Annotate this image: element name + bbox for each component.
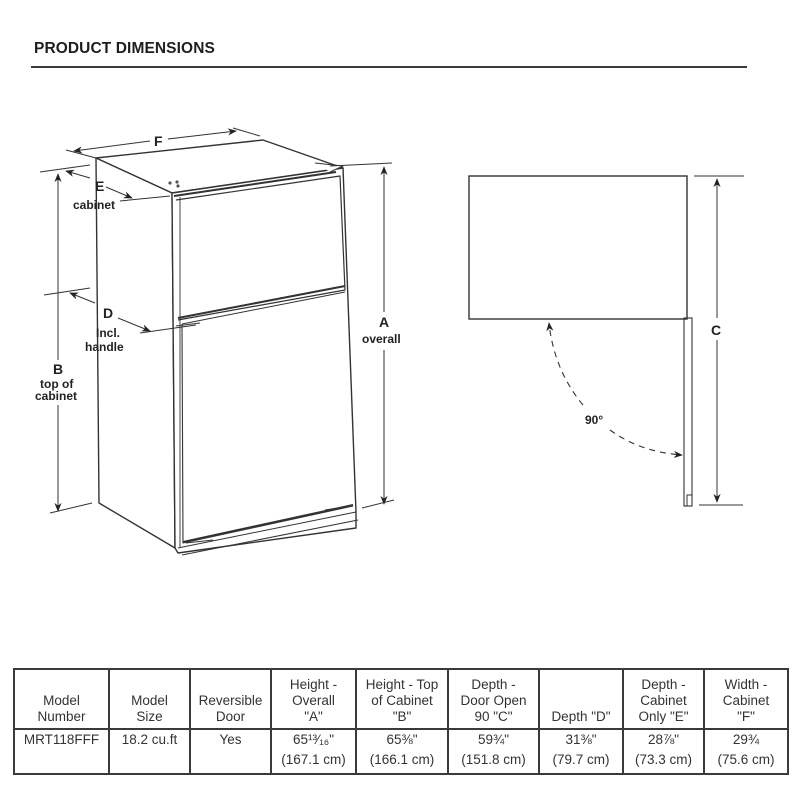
refrigerator-top-view (468, 175, 693, 507)
dimension-b (49, 173, 93, 514)
table-row: MRT118FFF 18.2 cu.ft Yes 65¹³⁄₁₆" (167.1… (13, 728, 789, 775)
label-e-cabinet: cabinet (73, 198, 115, 212)
table-header-row: Model Number Model Size Reversible Door … (13, 668, 789, 730)
header-height-top: Height - Top of Cabinet "B" (355, 668, 449, 730)
label-b: B (53, 361, 63, 377)
refrigerator-front-view (95, 139, 359, 556)
cell-width-cabinet: 29¾ (75.6 cm) (703, 728, 789, 775)
value-cm: (79.7 cm) (552, 752, 610, 767)
dimension-e (39, 164, 171, 202)
header-depth-door-open: Depth - Door Open 90 "C" (447, 668, 540, 730)
header-width-cabinet: Width - Cabinet "F" (703, 668, 789, 730)
cell-height-top: 65⅜" (166.1 cm) (355, 728, 449, 775)
door-swing-arc (546, 322, 683, 459)
label-b-cabinet: cabinet (35, 389, 77, 403)
value-cm: (151.8 cm) (461, 752, 526, 767)
value-cm: (75.6 cm) (717, 752, 775, 767)
dimension-a (329, 162, 395, 509)
page-title: PRODUCT DIMENSIONS (34, 40, 215, 57)
header-model-number: Model Number (13, 668, 110, 730)
header-height-overall: Height - Overall "A" (270, 668, 357, 730)
cell-depth-d: 31⅜" (79.7 cm) (538, 728, 624, 775)
value-cm: (167.1 cm) (281, 752, 346, 767)
value-inches: 59¾" (477, 732, 510, 747)
cell-reversible-door: Yes (189, 728, 272, 775)
cell-depth-cabinet: 28⅞" (73.3 cm) (622, 728, 705, 775)
value-inches: 28⅞" (647, 732, 680, 747)
label-e: E (95, 178, 104, 194)
dimensions-table: Model Number Model Size Reversible Door … (13, 668, 789, 775)
header-depth-d: Depth "D" (538, 668, 624, 730)
title-divider (31, 66, 747, 68)
value-inches: 65¹³⁄₁₆" (292, 732, 335, 747)
dimension-c (694, 175, 744, 506)
value-inches: 65⅜" (386, 732, 418, 747)
label-a: A (379, 314, 389, 330)
value-inches: 31⅜" (565, 732, 597, 747)
value-inches: 29¾ (732, 732, 760, 747)
cell-model-number: MRT118FFF (13, 728, 110, 775)
label-angle: 90° (585, 413, 603, 427)
label-c: C (711, 322, 721, 338)
header-depth-cabinet: Depth - Cabinet Only "E" (622, 668, 705, 730)
value-cm: (166.1 cm) (369, 752, 435, 767)
label-d: D (103, 305, 113, 321)
cell-model-size: 18.2 cu.ft (108, 728, 191, 775)
dimension-diagram: F E cabinet D Incl. handle B top of cabi… (35, 127, 744, 556)
cell-depth-door-open: 59¾" (151.8 cm) (447, 728, 540, 775)
label-d-incl: Incl. (96, 326, 120, 340)
label-d-handle: handle (85, 340, 124, 354)
dimension-d (43, 287, 197, 334)
label-a-overall: overall (362, 332, 401, 346)
label-f: F (154, 133, 163, 149)
value-cm: (73.3 cm) (634, 752, 692, 767)
label-b-top-of: top of (40, 377, 74, 391)
cell-height-overall: 65¹³⁄₁₆" (167.1 cm) (270, 728, 357, 775)
header-model-size: Model Size (108, 668, 191, 730)
dimension-f (65, 127, 261, 159)
header-reversible-door: Reversible Door (189, 668, 272, 730)
